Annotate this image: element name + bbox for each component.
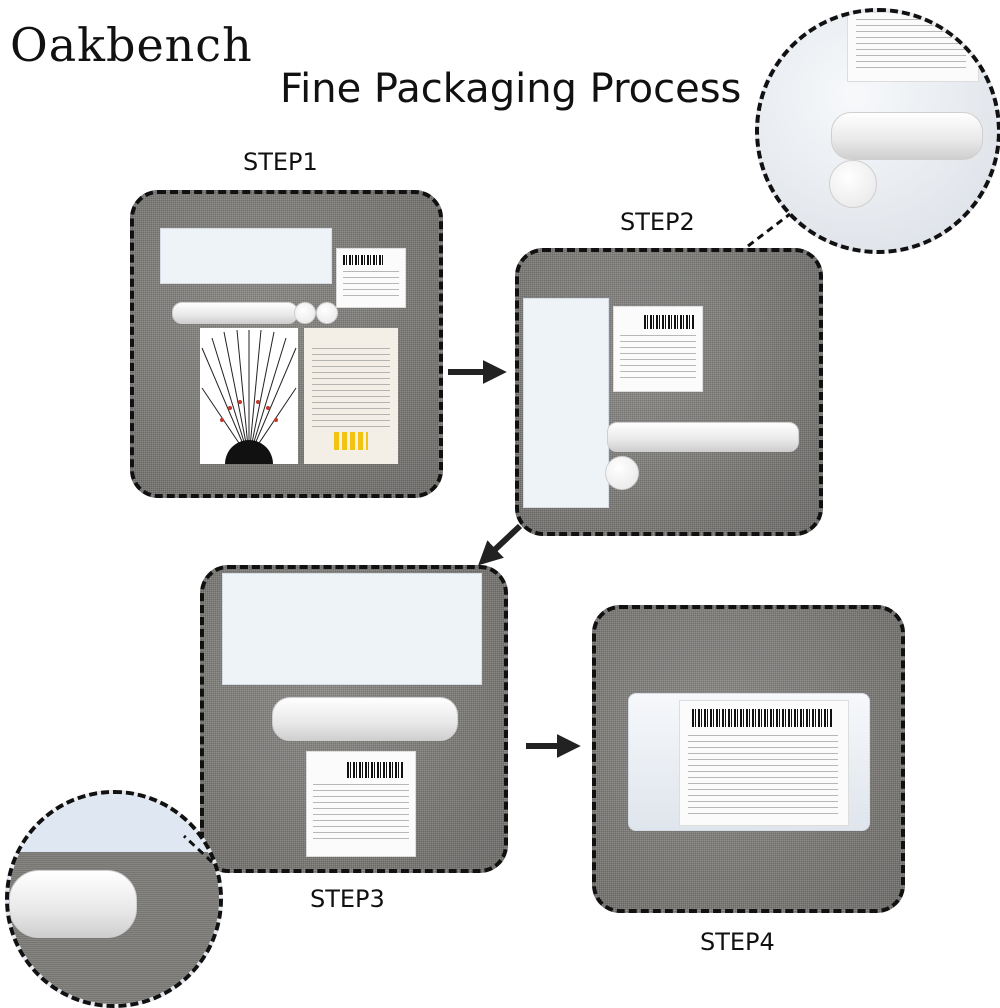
cap-disc [294,302,316,324]
zoom-connector-line [747,212,791,248]
page-title: Fine Packaging Process [280,66,742,112]
step1-label: STEP1 [243,148,318,176]
zoom-detail-circle-top [755,8,1000,254]
zoom-connector-line [182,834,214,864]
tube-product-detail [831,112,983,160]
cap-disc [316,302,338,324]
shipping-label [336,248,406,308]
shipping-label [613,306,703,392]
step2-label: STEP2 [620,208,695,236]
star-rating-graphic [334,432,368,450]
poly-bag-sheet [160,228,332,284]
arrow-down-left-icon [478,523,523,566]
sunburst-graphic [201,329,297,464]
poly-bag-sheet [222,573,482,685]
barcode [692,709,832,727]
thank-you-card [304,328,398,464]
step2-photo [515,248,823,536]
barcode [347,762,403,778]
cap-disc-detail [829,160,877,208]
poly-bag-detail [9,794,219,852]
shipping-label [679,700,849,826]
card-text-lines [312,348,390,428]
step4-photo [592,605,905,913]
sunburst-card [200,328,298,464]
tube-product [272,697,458,741]
label-text-lines [343,271,399,301]
tube-product [607,422,799,452]
step3-label: STEP3 [310,885,385,913]
label-text-lines [313,784,409,844]
shipping-label-detail [847,12,979,82]
step1-photo [130,190,443,498]
sealed-poly-bag [628,693,870,831]
tube-product-detail [9,870,137,938]
label-text-lines [856,19,966,69]
brand-logo-text: Oakbench [10,18,253,72]
step4-label: STEP4 [700,928,775,956]
poly-bag-sheet [523,298,609,508]
label-text-lines [620,335,696,383]
barcode [644,315,694,329]
label-text-lines [688,735,838,815]
cap-disc [605,456,639,490]
barcode [343,255,383,265]
shipping-label [306,751,416,857]
zoom-detail-circle-bottom [5,790,223,1008]
step3-photo [200,565,508,873]
